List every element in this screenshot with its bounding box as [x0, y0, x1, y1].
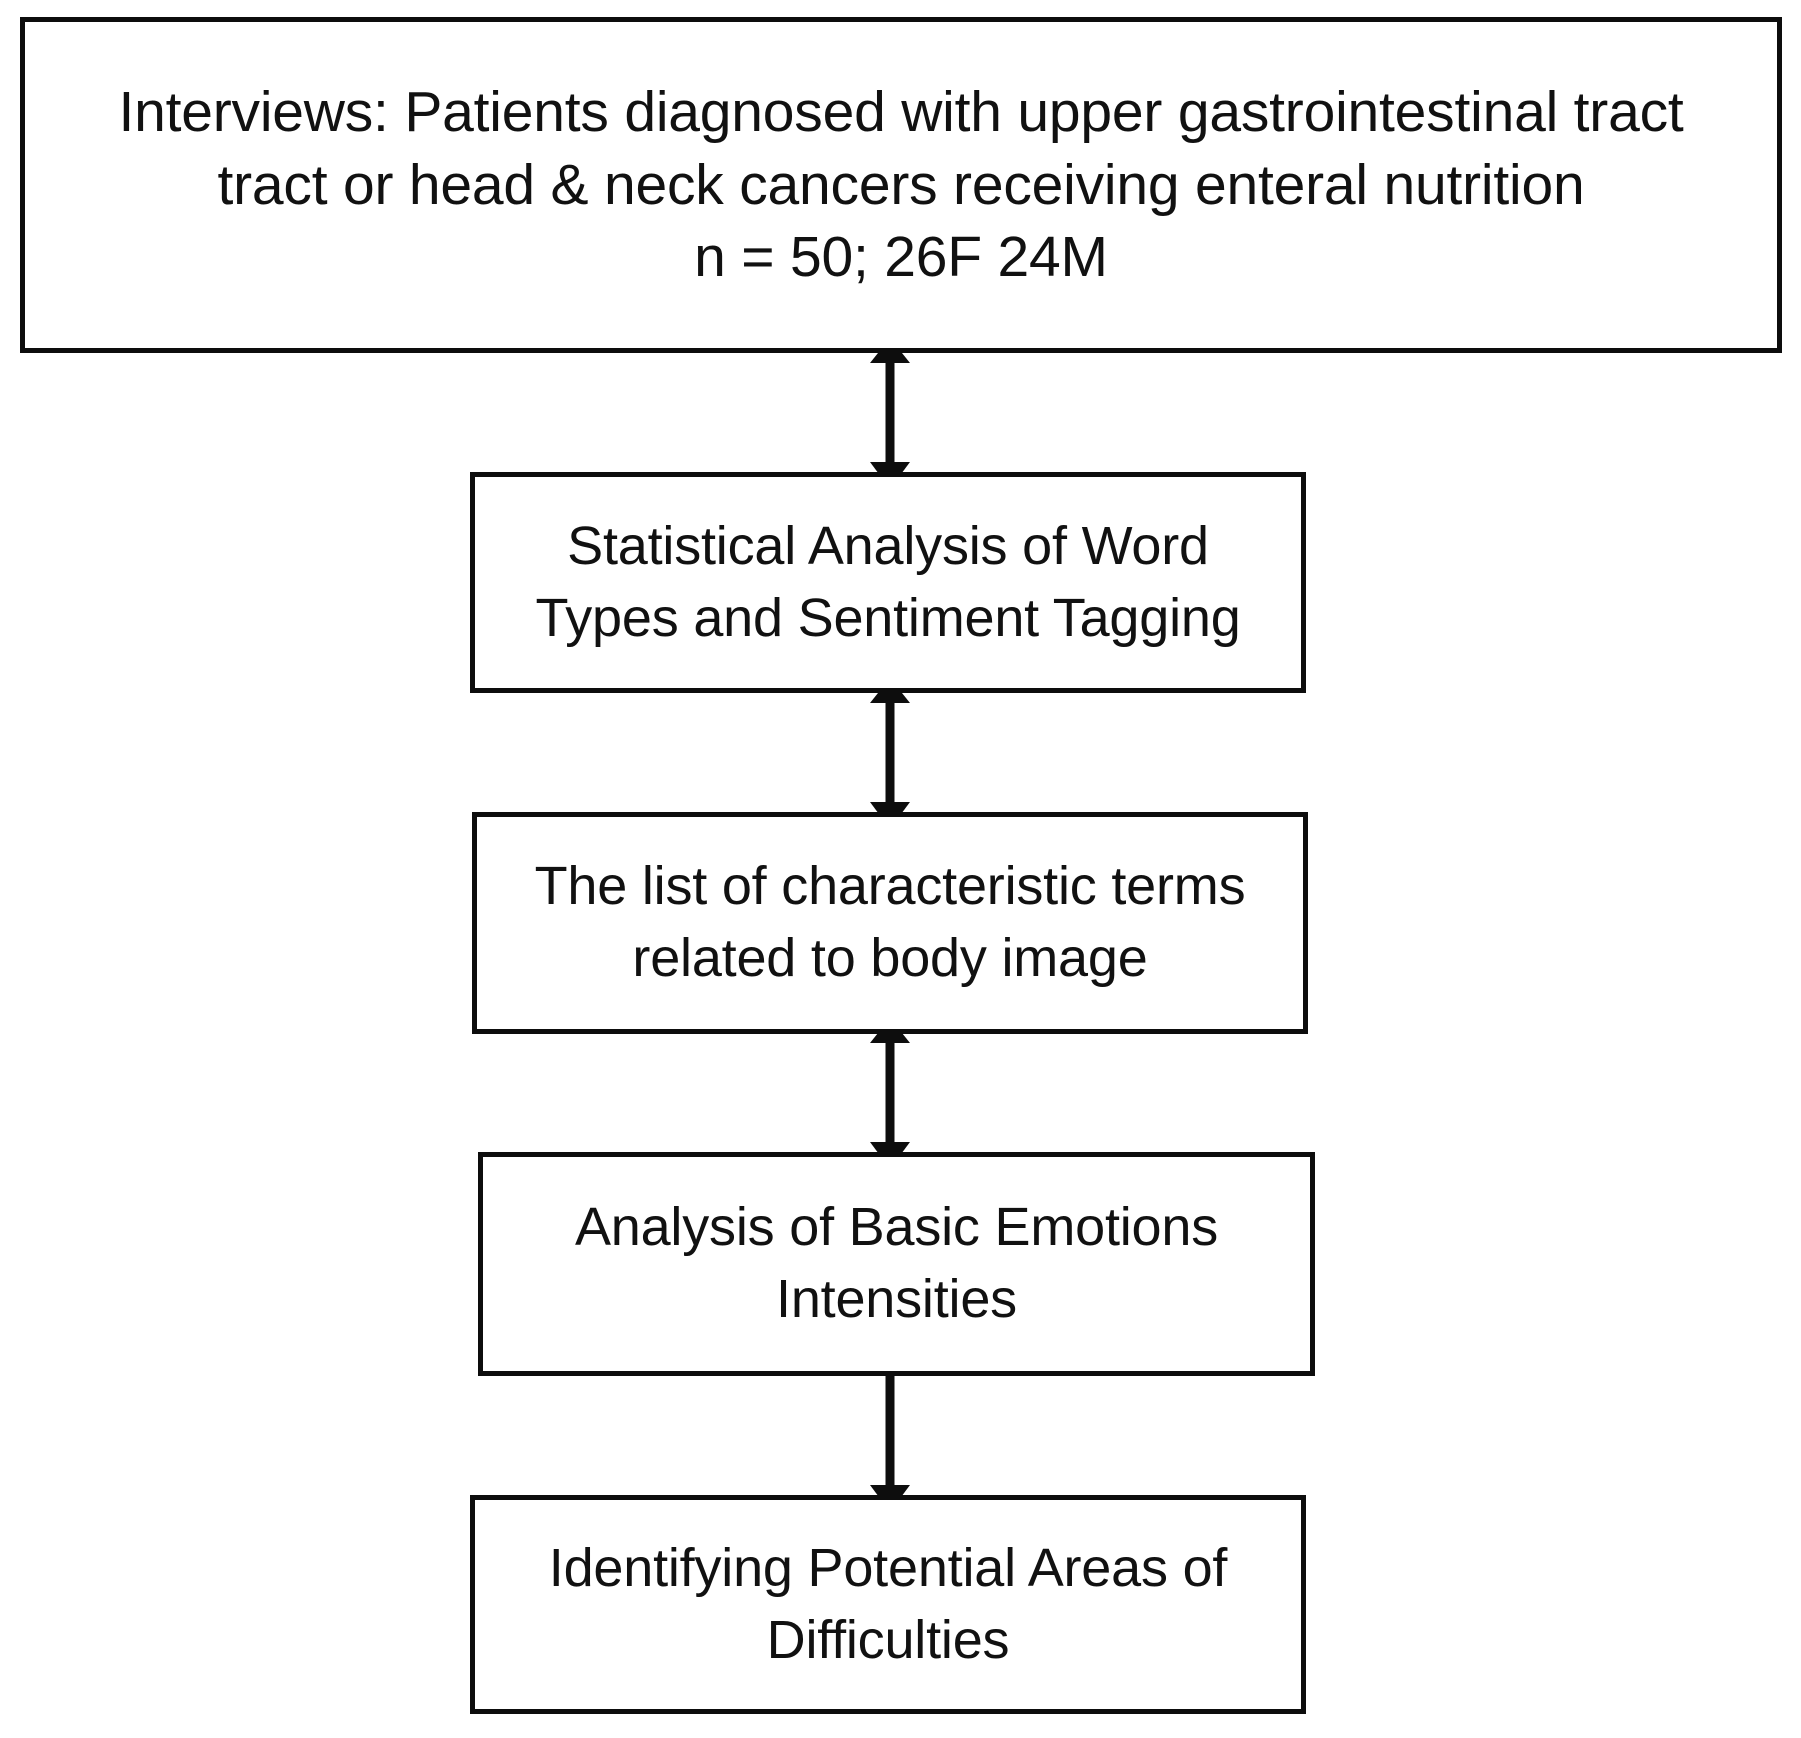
connector-line [885, 352, 895, 474]
connector-line [885, 1374, 895, 1497]
flow-node-interviews-label: Interviews: Patients diagnosed with uppe… [118, 80, 1684, 290]
connector-tail-icon [870, 350, 910, 363]
flow-node-term-list-label: The list of characteristic terms related… [534, 856, 1246, 988]
flow-node-difficulties-label: Identifying Potential Areas of Difficult… [548, 1537, 1228, 1670]
connector-tail-icon [870, 690, 910, 703]
flow-connector-term-list-to-basic-emotions [870, 1030, 910, 1156]
flow-node-statistical-analysis-label: Statistical Analysis of Word Types and S… [535, 515, 1241, 648]
flow-connector-interviews-to-statistical-analysis [870, 350, 910, 476]
flow-connector-statistical-analysis-to-term-list [870, 690, 910, 816]
flow-node-basic-emotions-label: Analysis of Basic Emotions Intensities [574, 1197, 1219, 1329]
connector-tail-icon [870, 1030, 910, 1043]
flow-node-basic-emotions: Analysis of Basic Emotions Intensities [478, 1152, 1315, 1376]
connector-line [885, 1032, 895, 1154]
flow-node-interviews: Interviews: Patients diagnosed with uppe… [20, 17, 1782, 353]
flow-node-statistical-analysis: Statistical Analysis of Word Types and S… [470, 472, 1306, 693]
flow-connector-basic-emotions-to-difficulties [870, 1374, 910, 1499]
connector-line [885, 692, 895, 814]
flow-node-term-list: The list of characteristic terms related… [472, 812, 1308, 1034]
flow-node-difficulties: Identifying Potential Areas of Difficult… [470, 1495, 1306, 1714]
